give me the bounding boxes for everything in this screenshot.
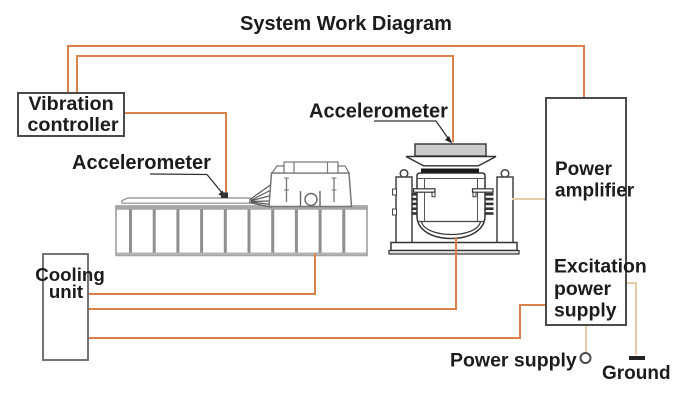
svg-text:controller: controller [27,114,119,136]
svg-text:Ground: Ground [602,363,671,384]
svg-text:Power supply: Power supply [450,350,577,372]
svg-text:amplifier: amplifier [555,181,635,202]
svg-text:Cooling: Cooling [35,264,105,285]
svg-text:unit: unit [49,281,83,302]
svg-text:Vibration: Vibration [28,93,113,115]
svg-text:Accelerometer: Accelerometer [72,152,211,174]
svg-text:Power: Power [555,159,613,180]
svg-text:Accelerometer: Accelerometer [309,101,448,123]
svg-text:supply: supply [554,300,617,322]
svg-text:power: power [554,278,612,300]
svg-text:Excitation: Excitation [554,256,647,278]
svg-text:System Work Diagram: System Work Diagram [240,13,452,35]
